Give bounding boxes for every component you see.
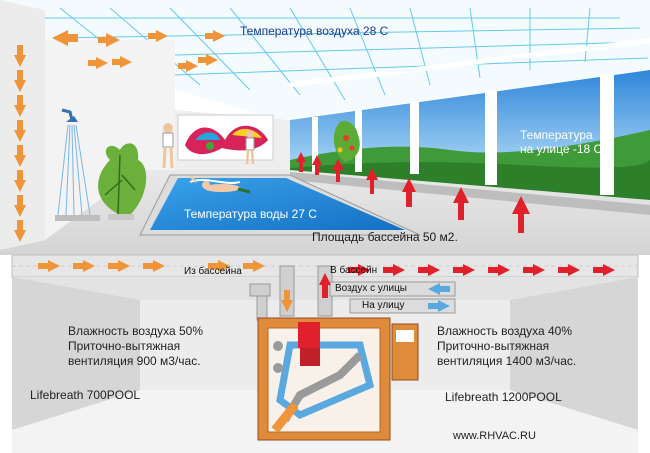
right-model-label: Lifebreath 1200POOL [445, 390, 562, 404]
left-ventilation-line1: Приточно-вытяжная [68, 339, 181, 353]
ceiling-grid [40, 7, 649, 101]
pool-area-label: Площадь бассейна 50 м2. [312, 230, 458, 244]
slab-supply-arrows [319, 264, 615, 298]
wall-mural [177, 114, 274, 161]
floor-supply-arrows [296, 152, 530, 233]
right-humidity-label: Влажность воздуха 40% [437, 324, 572, 338]
left-ventilation-line2: вентиляция 900 м3/час. [68, 354, 201, 368]
ductwork [249, 265, 456, 321]
plant-left [98, 143, 147, 220]
to-outside-label: На улицу [362, 300, 405, 311]
ventilation-unit [257, 317, 419, 441]
outside-temperature-line1: Температура [520, 128, 593, 142]
outside-temperature-label: Температура на улице -18 С [520, 128, 602, 156]
swimmer-figure [189, 175, 251, 194]
left-model-label: Lifebreath 700POOL [30, 388, 141, 402]
air-from-outside-label: Воздух с улицы [335, 283, 407, 294]
exhaust-arrows [14, 30, 293, 312]
right-ventilation-line1: Приточно-вытяжная [437, 339, 550, 353]
ceiling-exhaust-arrows [52, 30, 225, 72]
from-pool-label: Из бассейна [184, 266, 242, 277]
people-figures [162, 123, 255, 169]
plant-right [333, 120, 360, 162]
windows [290, 38, 650, 200]
right-ventilation-line2: вентиляция 1400 м3/час. [437, 354, 577, 368]
left-humidity-label: Влажность воздуха 50% [68, 324, 203, 338]
slab-exhaust-arrows [38, 260, 293, 312]
to-pool-label: В бассейн [330, 265, 378, 276]
water-temperature-label: Температура воды 27 С [184, 207, 317, 221]
website-label: www.RHVAC.RU [453, 430, 536, 442]
supply-arrows [296, 152, 615, 298]
left-unit-specs: Влажность воздуха 50% Приточно-вытяжная … [68, 324, 203, 369]
right-unit-specs: Влажность воздуха 40% Приточно-вытяжная … [437, 324, 576, 369]
wall-exhaust-arrows [14, 45, 26, 242]
outside-air-arrows [428, 283, 450, 312]
air-temperature-label: Температура воздуха 28 С [240, 24, 389, 38]
shower [55, 108, 100, 221]
outside-temperature-line2: на улице -18 С [520, 142, 603, 156]
